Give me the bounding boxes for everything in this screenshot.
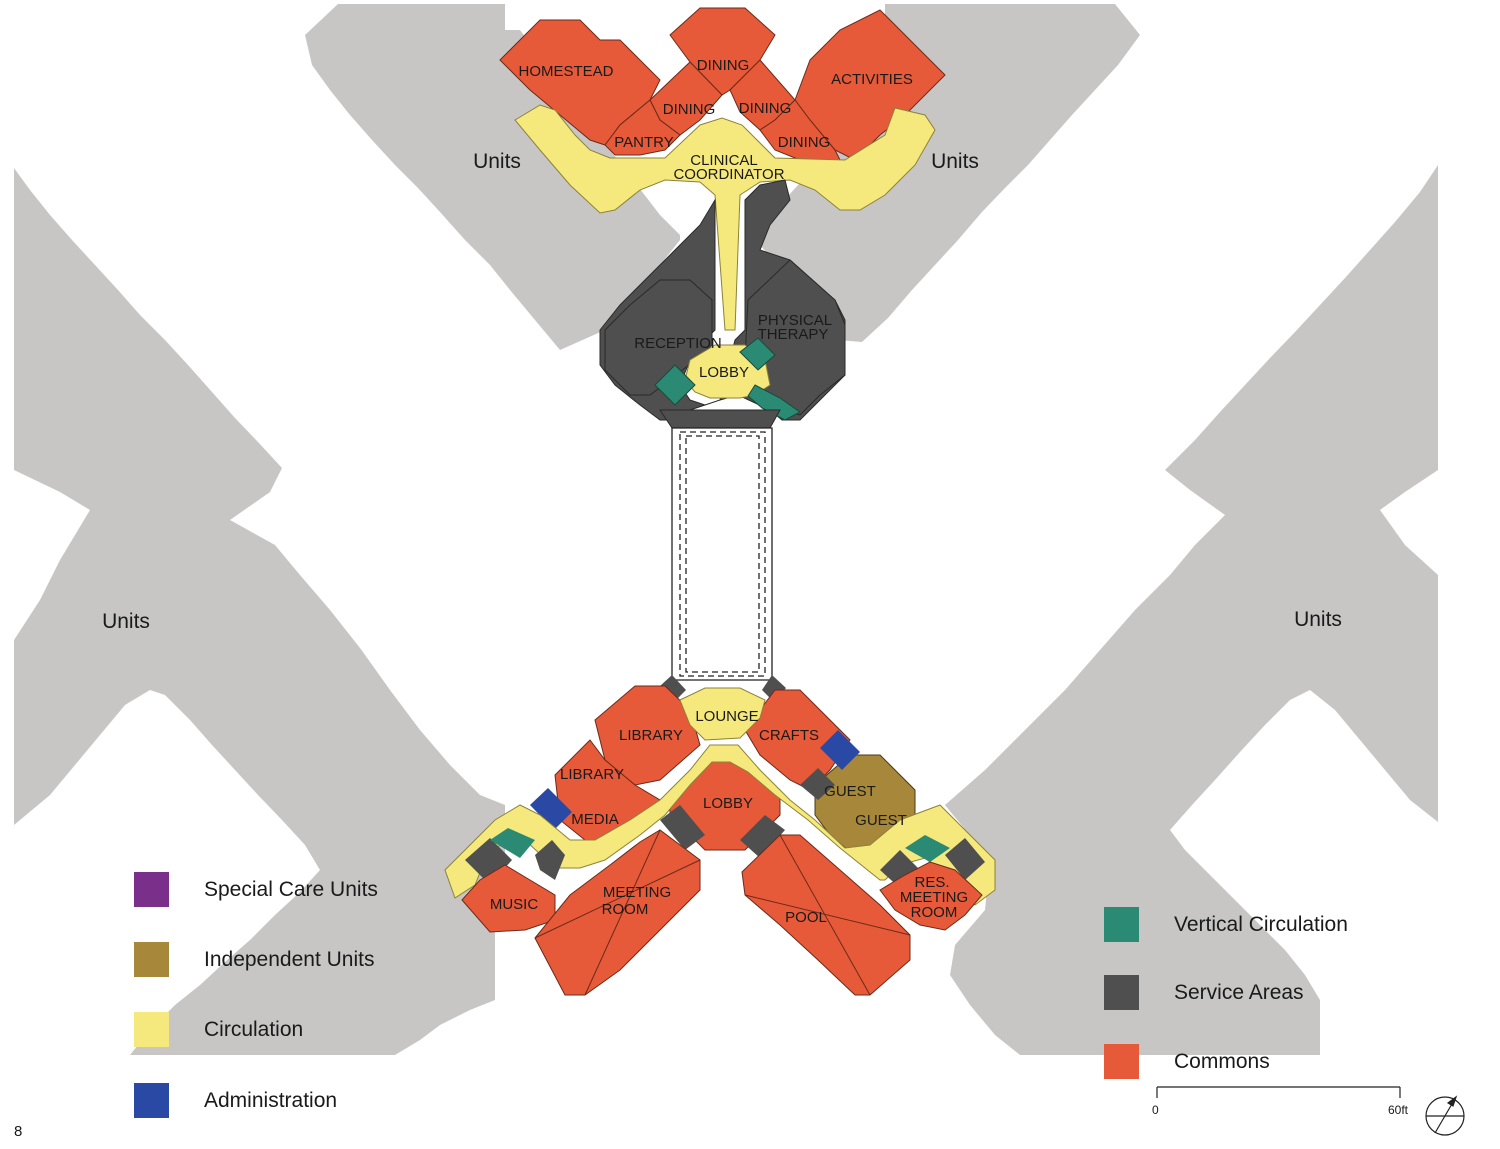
circulation-top xyxy=(514,104,936,331)
label-dining-right: DINING xyxy=(739,100,792,117)
legend-swatch xyxy=(134,1083,169,1118)
label-clinical: CLINICAL xyxy=(690,152,758,169)
homestead-room xyxy=(499,19,661,146)
units-wings xyxy=(14,4,1438,1055)
label-physical: PHYSICAL xyxy=(758,312,832,329)
service-bottom-left2 xyxy=(535,840,565,880)
label-lounge: LOUNGE xyxy=(695,708,758,725)
scale-end-label: 60ft xyxy=(1388,1103,1409,1117)
label-reception: RECEPTION xyxy=(634,335,722,352)
legend-swatch xyxy=(134,1012,169,1047)
units-wing-left xyxy=(14,168,505,1055)
label-meeting-1: MEETING xyxy=(603,884,671,901)
units-label-top-right: Units xyxy=(931,150,979,173)
units-label-top-left: Units xyxy=(473,150,521,173)
legend-label: Commons xyxy=(1174,1050,1270,1073)
label-dining-low: DINING xyxy=(778,134,831,151)
units-labels: Units Units Units Units xyxy=(102,150,1342,633)
label-media: MEDIA xyxy=(571,811,619,828)
legend-label: Circulation xyxy=(204,1018,304,1041)
service-bottom-mid-left xyxy=(660,805,705,850)
top-block xyxy=(499,7,946,429)
label-library-2: LIBRARY xyxy=(560,766,624,783)
label-homestead: HOMESTEAD xyxy=(518,63,613,80)
lounge-area xyxy=(679,687,766,741)
label-activities: ACTIVITIES xyxy=(831,71,913,88)
legend-label: Special Care Units xyxy=(204,878,378,901)
units-wing-top-right xyxy=(760,4,1140,342)
elevator-top-3 xyxy=(747,384,801,421)
label-room-2: ROOM xyxy=(911,904,958,921)
legend-label: Independent Units xyxy=(204,948,375,971)
legend-swatch xyxy=(1104,1044,1139,1079)
legend-right: Vertical Circulation Service Areas Commo… xyxy=(1104,907,1424,1087)
meeting-room-1 xyxy=(534,829,701,996)
label-dining-top: DINING xyxy=(697,57,750,74)
admin-room-left xyxy=(530,788,572,830)
elevator-bottom-right xyxy=(905,835,950,862)
legend-label: Administration xyxy=(204,1089,338,1112)
legend-swatch xyxy=(1104,975,1139,1010)
label-pantry: PANTRY xyxy=(614,134,673,151)
north-arrow-icon xyxy=(1425,1095,1465,1136)
legend-swatch xyxy=(134,872,169,907)
label-res: RES. xyxy=(914,874,949,891)
admin-room-right xyxy=(820,730,860,770)
label-music: MUSIC xyxy=(490,896,539,913)
dining-room-low xyxy=(759,99,841,161)
elevator-top-1 xyxy=(654,364,696,406)
page-number: 8 xyxy=(14,1123,23,1140)
service-corner-right xyxy=(762,675,786,702)
pantry-room xyxy=(604,99,681,156)
label-meeting-2: MEETING xyxy=(900,889,968,906)
legend-left: Special Care Units Independent Units Cir… xyxy=(134,872,434,1122)
label-library: LIBRARY xyxy=(619,727,683,744)
service-corner-left xyxy=(660,675,686,702)
elevator-top-2 xyxy=(739,337,776,371)
label-lobby-top: LOBBY xyxy=(699,364,749,381)
scale-start-label: 0 xyxy=(1152,1103,1159,1117)
room-labels: HOMESTEAD DINING ACTIVITIES DINING DININ… xyxy=(490,57,968,926)
units-wing-top-left xyxy=(305,4,680,350)
music-room xyxy=(461,864,556,933)
legend-swatch xyxy=(134,942,169,977)
label-dining-left: DINING xyxy=(663,101,716,118)
label-pool: POOL xyxy=(785,909,827,926)
label-guest-1: GUEST xyxy=(824,783,876,800)
label-lobby-bottom: LOBBY xyxy=(703,795,753,812)
service-bottom-mid-right xyxy=(740,815,785,858)
units-label-right: Units xyxy=(1294,608,1342,631)
legend-swatch xyxy=(1104,907,1139,942)
label-guest-2: GUEST xyxy=(855,812,907,829)
bottom-block xyxy=(444,675,996,996)
elevator-bottom-left xyxy=(490,828,535,858)
label-crafts: CRAFTS xyxy=(759,727,819,744)
units-label-left: Units xyxy=(102,610,150,633)
service-bottom-right2 xyxy=(945,838,985,880)
legend-label: Vertical Circulation xyxy=(1174,913,1348,936)
scale-bar xyxy=(1156,1086,1401,1098)
service-guest xyxy=(800,768,835,800)
crafts-room xyxy=(744,689,851,791)
label-room-1: ROOM xyxy=(602,901,649,918)
label-therapy: THERAPY xyxy=(758,326,829,343)
res-meeting-room xyxy=(879,861,983,931)
legend-label: Service Areas xyxy=(1174,981,1304,1004)
units-wing-right xyxy=(945,165,1438,1055)
connector-corridor xyxy=(671,427,773,681)
label-coordinator: COORDINATOR xyxy=(673,166,784,183)
top-block-base xyxy=(659,409,781,429)
